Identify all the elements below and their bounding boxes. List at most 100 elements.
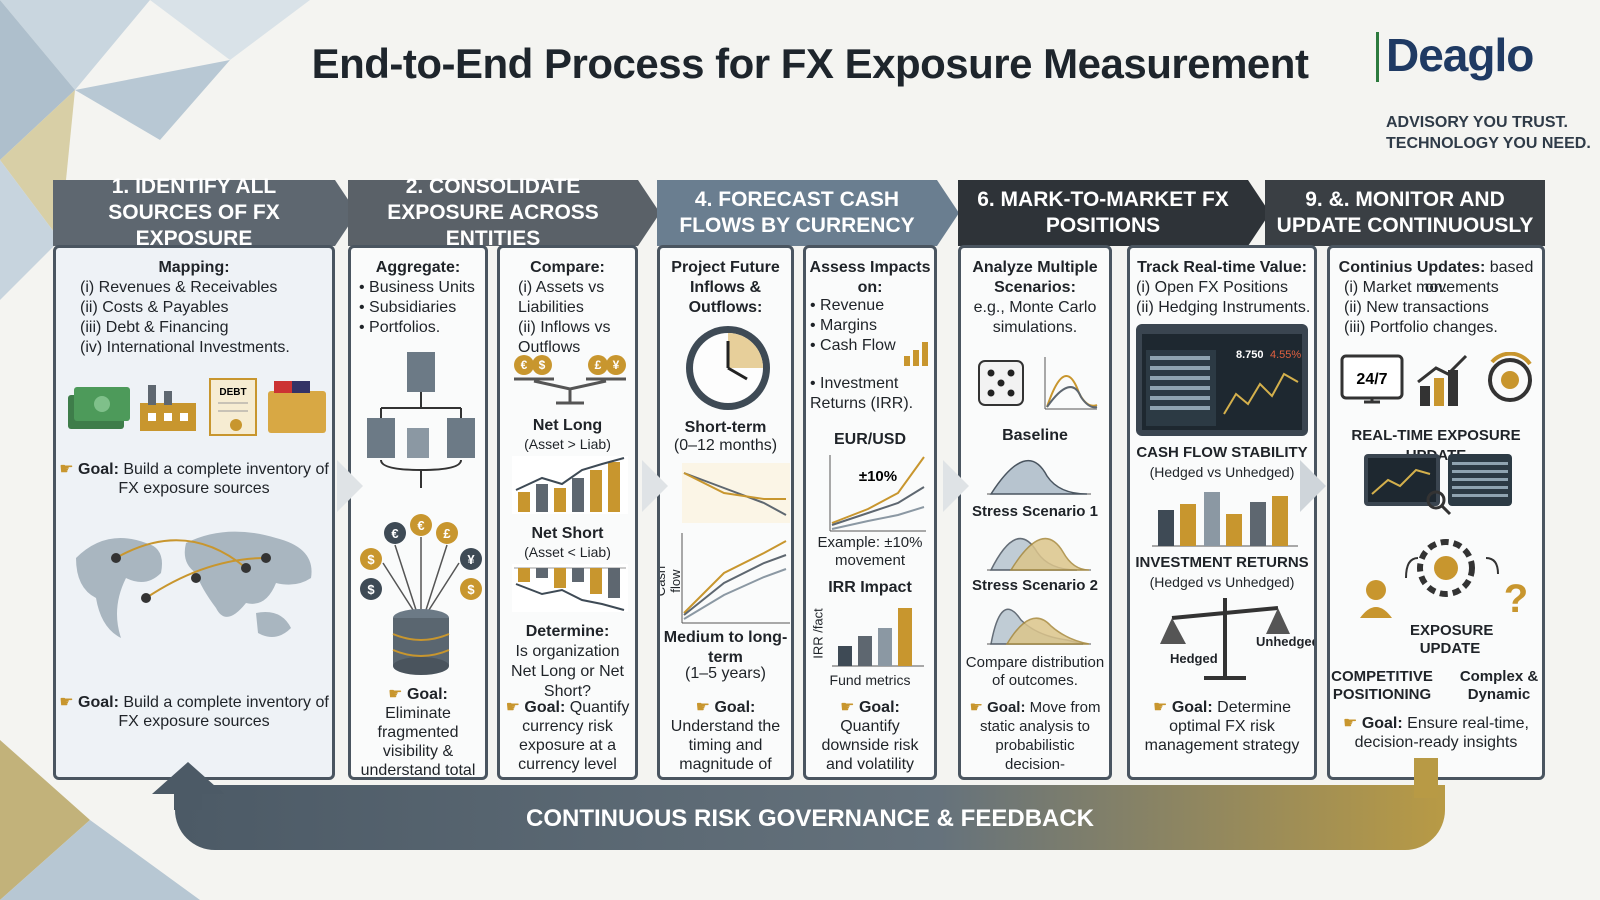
goal-label: Goal:: [714, 699, 756, 716]
stability-sub: (Hedged vs Unhedged): [1149, 464, 1295, 480]
monitor-icons-row: 24/7: [1340, 352, 1532, 406]
updates-heading-rest: based on:: [1424, 259, 1534, 296]
step-6-track-goal: ☛ Goal: Determine optimal FX risk manage…: [1144, 699, 1300, 754]
irr-chart: [832, 608, 924, 667]
step-2-header-text: 2. CONSOLIDATE EXPOSURE ACROSS ENTITIES: [387, 175, 599, 250]
updates-item: (iii) Portfolio changes.: [1344, 319, 1498, 336]
net-short-chart: [512, 564, 628, 612]
net-long-chart: [512, 456, 628, 514]
realtime-dashboard-icon: [1364, 454, 1512, 516]
irr-caption: Fund metrics: [829, 672, 911, 688]
tagline-line-2: TECHNOLOGY YOU NEED.: [1386, 135, 1591, 152]
stress-1-distribution: [987, 537, 1091, 571]
currency-coins-icon: € € £ $ ¥ $ $: [360, 514, 482, 614]
goal-text: Build a complete inventory of FX exposur…: [118, 694, 329, 730]
aggregate-list: • Business Units • Subsidiaries • Portfo…: [351, 278, 485, 338]
coin-symbol: £: [443, 526, 451, 541]
goal-text: Determine optimal FX risk management str…: [1144, 699, 1300, 754]
scale-symbol: ¥: [613, 358, 620, 372]
goal-text: Ensure real-time, decision-ready insight…: [1354, 715, 1529, 751]
step-4-impact-goal: ☛ Goal: Quantify downside risk and volat…: [821, 699, 919, 773]
medium-term-label: Medium to long-term: [663, 629, 788, 666]
step-2-header: 2. CONSOLIDATE EXPOSURE ACROSS ENTITIES: [348, 175, 660, 250]
goal-label: Goal:: [858, 699, 900, 716]
step-9-header: 9. &. MONITOR AND UPDATE CONTINUOUSLY: [1265, 180, 1545, 246]
international-folder-icon: [268, 381, 326, 433]
example-text: Example: ±10% movement: [817, 534, 923, 569]
distribution-chart-icon: [1044, 357, 1098, 410]
step-1-goal-2: ☛ Goal: Build a complete inventory of FX…: [59, 694, 329, 730]
aggregate-item: • Subsidiaries: [359, 299, 457, 316]
track-item: (ii) Hedging Instruments.: [1136, 299, 1311, 316]
goal-text: Quantify currency risk exposure at a cur…: [518, 699, 630, 773]
coin-symbol: ¥: [467, 552, 475, 567]
goal-text: Understand the timing and magnitude of: [670, 718, 781, 773]
scenarios-heading: Analyze Multiple Scenarios:: [972, 259, 1098, 296]
flow-arrow: [642, 460, 668, 512]
exposure-cycle-icon: ?: [1360, 539, 1528, 621]
step-6-header-text: 6. MARK-TO-MARKET FX POSITIONS: [977, 188, 1229, 237]
stress-2-distribution: [987, 608, 1091, 645]
flow-arrow: [1300, 460, 1326, 512]
step-9-header-text: 9. &. MONITOR AND UPDATE CONTINUOUSLY: [1276, 188, 1534, 237]
coin-symbol: $: [467, 582, 475, 597]
mapping-item: (ii) Costs & Payables: [80, 299, 229, 316]
track-item: (i) Open FX Positions: [1136, 279, 1289, 296]
factory-icon: [140, 385, 196, 431]
flow-arrow: [337, 460, 363, 512]
impact-extra: • Investment Returns (IRR).: [810, 375, 914, 412]
logo-name: Deaglo: [1386, 29, 1534, 81]
mapping-list: (i) Revenues & Receivables (ii) Costs & …: [56, 278, 332, 358]
updates-item: (ii) New transactions: [1344, 299, 1489, 316]
medium-term-sub: (1–5 years): [685, 665, 766, 682]
compare-distribution-text: Compare distribution of outcomes.: [965, 654, 1105, 689]
step-9-panel: Continius Updates: based on: (i) Market …: [1327, 245, 1545, 780]
mapping-heading: Mapping:: [158, 259, 230, 276]
irr-title: IRR Impact: [828, 579, 912, 596]
bar-growth-icon: [904, 342, 928, 366]
feedback-loop-text: CONTINUOUS RISK GOVERNANCE & FEEDBACK: [525, 805, 1095, 832]
stability-chart: [1152, 492, 1298, 547]
scale-symbol: £: [595, 358, 602, 372]
hedge-balance-icon: [1160, 598, 1290, 680]
goal-label: Goal:: [78, 694, 119, 711]
dice-icon: [978, 357, 1098, 410]
aggregate-item: • Portfolios.: [359, 319, 441, 336]
aggregate-item: • Business Units: [359, 279, 475, 296]
net-long-sub: (Asset > Liab): [524, 436, 611, 452]
step-1-header: 1. IDENTIFY ALL SOURCES OF FX EXPOSURE: [53, 175, 357, 250]
net-short-label: Net Short: [531, 525, 604, 542]
goal-label: Goal:: [1361, 715, 1403, 732]
mapping-item: (iii) Debt & Financing: [80, 319, 229, 336]
refresh-gear-icon: [1488, 352, 1532, 402]
scale-symbol: $: [539, 358, 546, 372]
flow-arrow: [943, 460, 969, 512]
compare-list: (i) Assets vs Liabilities (ii) Inflows v…: [500, 278, 635, 358]
exposure-update-label: EXPOSURE UPDATE: [1410, 622, 1494, 657]
logo-tagline: ADVISORY YOU TRUST. TECHNOLOGY YOU NEED.: [1386, 112, 1591, 154]
step-1-goal: ☛ Goal: Build a complete inventory of FX…: [59, 461, 329, 497]
dashboard-change: 4.55%: [1270, 349, 1301, 361]
updates-item: (i) Market movements: [1344, 279, 1499, 296]
feedback-riser: [1414, 758, 1438, 798]
org-buildings-icon: [367, 352, 475, 488]
world-map-icon: [76, 531, 312, 638]
track-heading: Track Real-time Value:: [1137, 259, 1307, 276]
cash-stack-icon: [68, 387, 130, 429]
step-6-scenarios-panel: Analyze Multiple Scenarios: e.g., Monte …: [958, 245, 1112, 780]
impact-item: • Cash Flow: [810, 337, 896, 354]
step-6-scenarios-goal: ☛ Goal: Move from static analysis to pro…: [969, 699, 1101, 773]
updates-heading-bold: Continius Updates:: [1338, 259, 1486, 276]
monitor-text: 24/7: [1356, 371, 1387, 388]
balance-scale-icon: € $ £ ¥: [514, 355, 626, 405]
debt-certificate-icon: DEBT: [209, 378, 257, 436]
step-2-compare-panel: Compare: (i) Assets vs Liabilities (ii) …: [497, 245, 638, 780]
goal-label: Goal:: [987, 699, 1026, 716]
step-2-aggregate-panel: Aggregate: • Business Units • Subsidiari…: [348, 245, 488, 780]
goal-label: Goal:: [78, 461, 119, 478]
compare-item: (ii) Inflows vs Outflows: [518, 319, 611, 356]
coin-symbol: €: [391, 526, 398, 541]
step-1-header-text: 1. IDENTIFY ALL SOURCES OF FX EXPOSURE: [108, 175, 280, 250]
step-9-goal: ☛ Goal: Ensure real-time, decision-ready…: [1343, 715, 1529, 751]
impact-heading: Assess Impacts on:: [809, 259, 931, 296]
